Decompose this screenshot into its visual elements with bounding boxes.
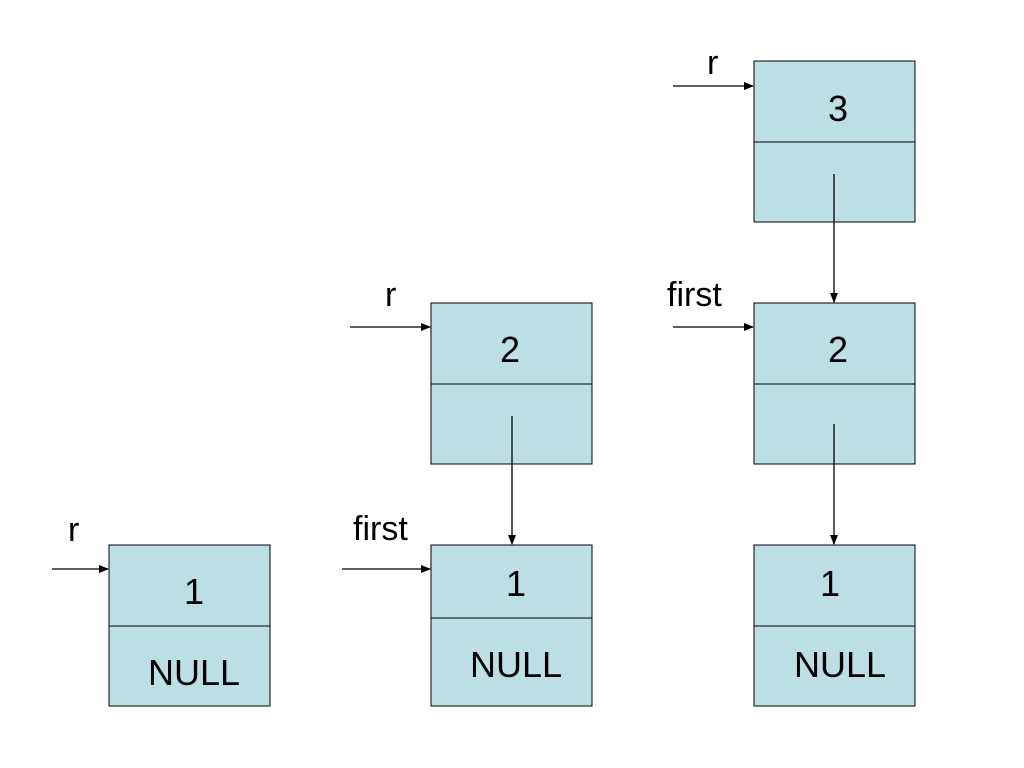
stage-3: r 3 first 2 1 NULL <box>667 44 916 707</box>
pointer-label-r: r <box>68 511 79 549</box>
node-1: 1 NULL <box>430 544 593 707</box>
node-value: 1 <box>506 563 526 604</box>
node-value: 3 <box>828 88 848 129</box>
node-next-null: NULL <box>148 652 240 693</box>
pointer-label-r: r <box>385 276 396 314</box>
node-value: 2 <box>828 329 848 370</box>
pointer-label-first: first <box>667 276 722 314</box>
node-value: 2 <box>500 329 520 370</box>
stage-1: r 1 NULL <box>52 511 271 707</box>
node-next-null: NULL <box>470 644 562 685</box>
node-next-null: NULL <box>794 644 886 685</box>
node-1: 1 NULL <box>108 544 271 707</box>
node-box <box>430 544 593 707</box>
pointer-label-r: r <box>707 44 718 82</box>
node-1: 1 NULL <box>753 544 916 707</box>
node-value: 1 <box>820 563 840 604</box>
node-value: 1 <box>184 571 204 612</box>
stage-2: r 2 first 1 NULL <box>342 276 593 707</box>
pointer-label-first: first <box>353 510 408 548</box>
